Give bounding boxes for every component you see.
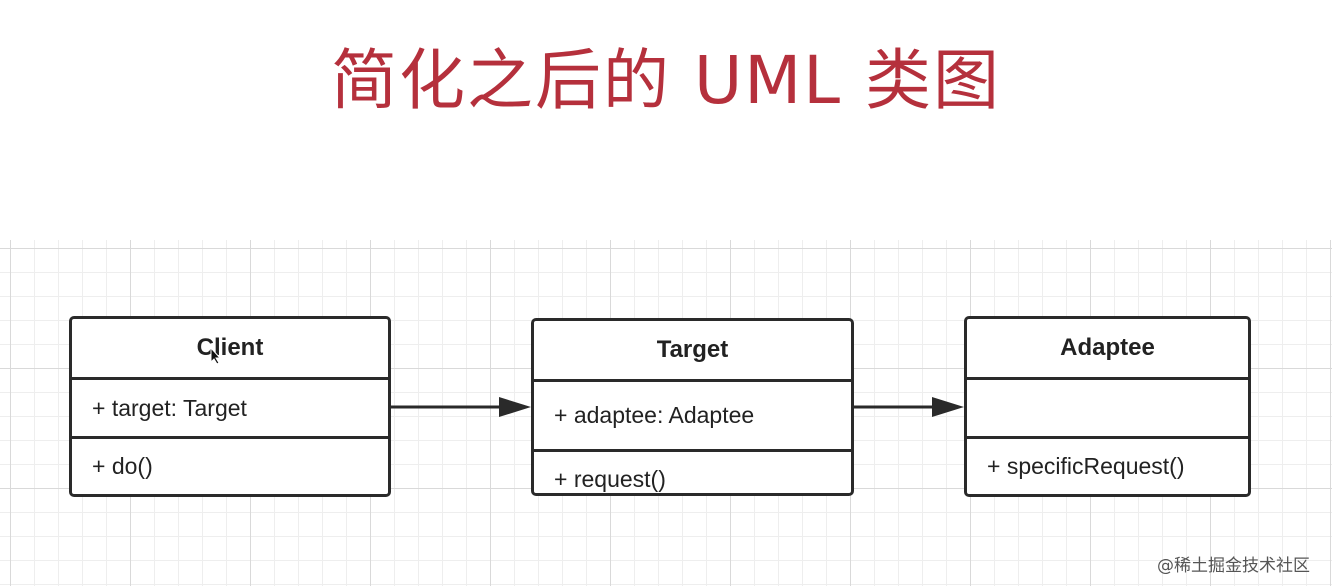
class-target-attributes: + adaptee: Adaptee	[534, 382, 851, 452]
class-adaptee: Adaptee + specificRequest()	[964, 316, 1251, 497]
association-arrow-target-adaptee	[854, 397, 964, 417]
class-client-name: Client	[72, 319, 388, 380]
watermark: @稀土掘金技术社区	[1157, 556, 1310, 576]
mouse-cursor-icon	[210, 347, 222, 365]
class-adaptee-methods: + specificRequest()	[987, 453, 1185, 479]
diagram-title: 简化之后的 UML 类图	[331, 42, 1001, 119]
class-client: Client + target: Target + do()	[69, 316, 391, 497]
class-target: Target + adaptee: Adaptee + request()	[531, 318, 854, 496]
association-arrow-client-target	[391, 397, 531, 417]
class-target-methods: + request()	[554, 466, 666, 492]
class-adaptee-name: Adaptee	[967, 319, 1248, 380]
class-adaptee-attributes	[967, 380, 1248, 439]
class-target-name: Target	[534, 321, 851, 382]
class-client-attributes: + target: Target	[72, 380, 388, 439]
class-client-methods: + do()	[92, 453, 153, 479]
